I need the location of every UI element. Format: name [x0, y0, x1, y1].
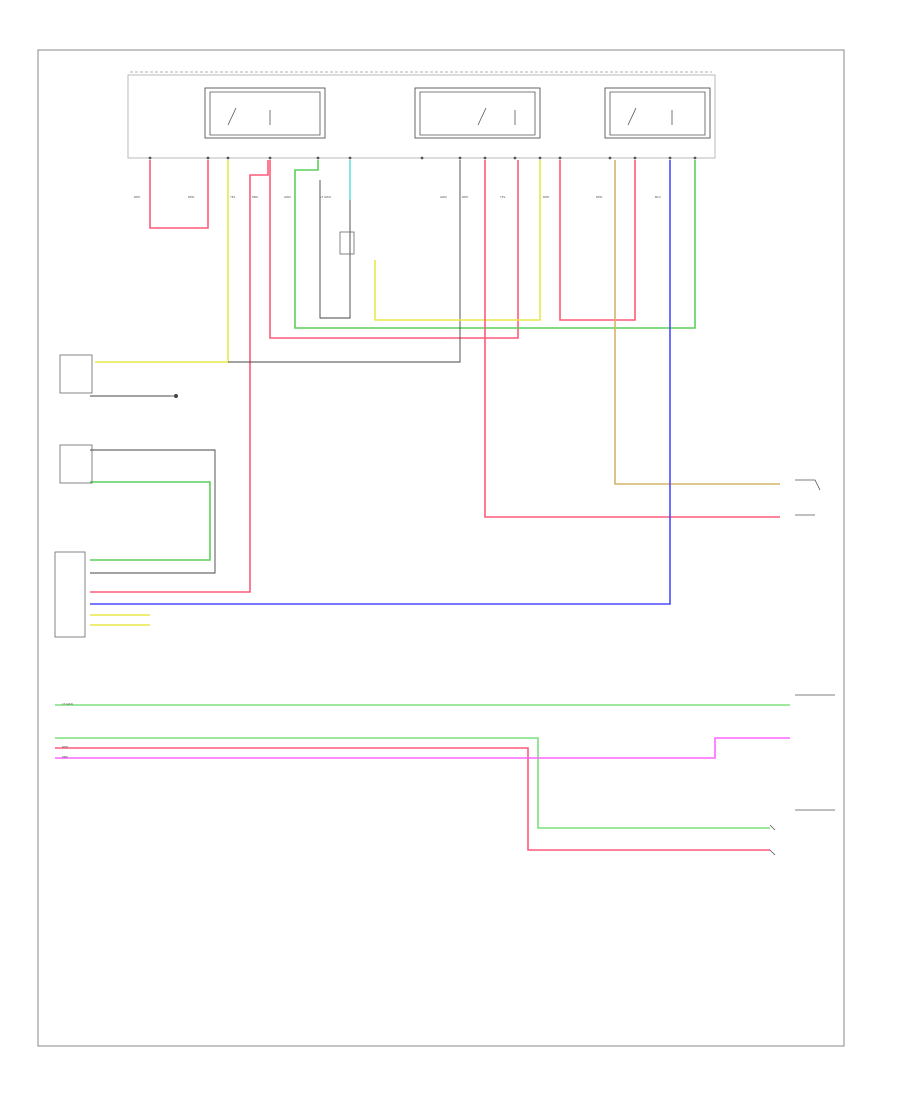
wire-label-8: RED: [462, 195, 469, 199]
wire-pink-1: [55, 737, 790, 759]
right-component-markers: [769, 479, 835, 856]
wire-red-5: [559, 160, 636, 321]
relay-box-1: [204, 87, 326, 139]
ground-symbol-icon: [170, 393, 178, 398]
wire-label-12: BLU: [655, 195, 661, 199]
relay-box-2: [414, 87, 541, 139]
wire-tan-1: [614, 160, 780, 485]
wire-green-2: [90, 481, 211, 561]
wire-label-10: RED: [543, 195, 550, 199]
left-component-2: [59, 444, 93, 484]
wire-gray-2: [228, 160, 461, 363]
wire-label-5: GRN: [284, 195, 291, 199]
wire-label-6: LT GRN: [320, 195, 331, 199]
wire-label-3: YEL: [230, 195, 236, 199]
wire-red-6: [55, 747, 770, 851]
wire-label-2: RED: [188, 195, 195, 199]
connector-pins-top: [148, 156, 697, 160]
wire-group: [55, 160, 790, 851]
diagram-labels: RED RED YEL PNK GRN LT GRN GRN RED YEL R…: [62, 195, 661, 759]
wire-red-2: [90, 160, 269, 593]
wire-label-11: RED: [596, 195, 603, 199]
wire-label-9: YEL: [500, 195, 506, 199]
center-component: [339, 231, 355, 255]
wire-green-1: [294, 160, 696, 329]
wire-gray-3: [90, 449, 216, 574]
left-component-1: [59, 354, 93, 394]
wire-gray-1: [319, 180, 351, 319]
wire-label-4: PNK: [252, 195, 259, 199]
wire-green-4: [55, 737, 770, 829]
control-module-box: [127, 74, 716, 159]
left-connector-block: [54, 551, 86, 638]
diagram-frame: [37, 49, 845, 1047]
wire-label-15: PNK: [62, 755, 69, 759]
relay-box-3: [604, 87, 711, 139]
wire-red-1: [149, 160, 209, 229]
wire-red-4: [484, 160, 780, 518]
wire-red-3: [269, 160, 519, 339]
relay-contacts: [209, 91, 706, 136]
wire-label-14: RED: [62, 745, 69, 749]
wire-label-13: LT GRN: [62, 702, 73, 706]
wire-yellow-2: [374, 160, 541, 321]
wire-label-7: GRN: [440, 195, 447, 199]
wire-label-1: RED: [134, 195, 141, 199]
wire-blue-1: [90, 160, 671, 605]
